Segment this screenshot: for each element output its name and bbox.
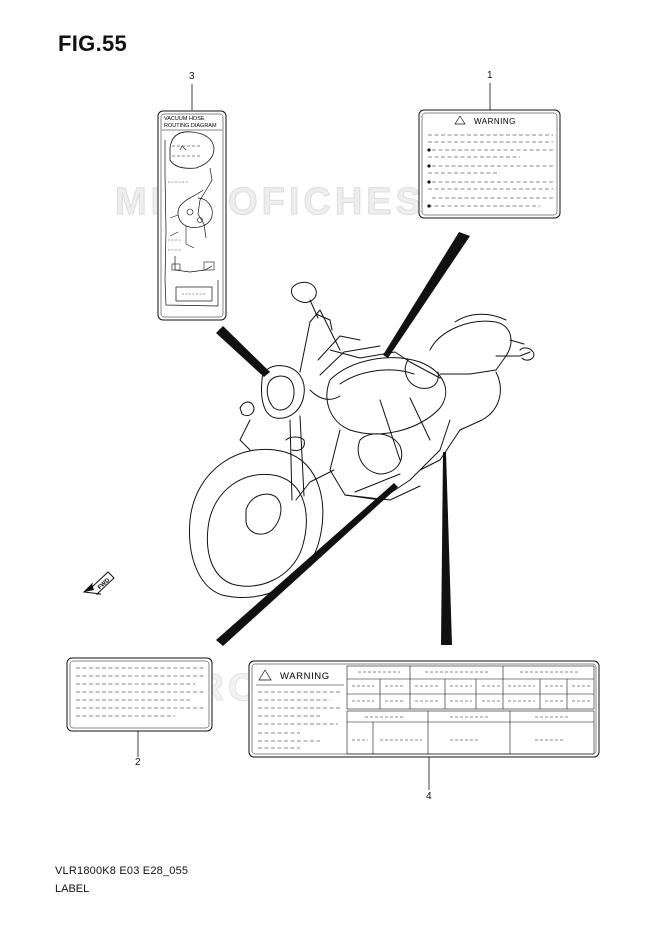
pointer-wedges — [216, 232, 470, 646]
ref-number-4: 4 — [426, 791, 432, 802]
label-4-warning[interactable]: WARNING — [248, 660, 600, 758]
ref-number-1: 1 — [487, 70, 493, 81]
label-2[interactable] — [66, 657, 213, 732]
figure-caption: LABEL — [55, 883, 90, 895]
ref-number-3: 3 — [189, 71, 195, 82]
ref-number-2: 2 — [135, 757, 141, 768]
label-1-warning[interactable]: WARNING — [418, 109, 561, 219]
label-4-heading: WARNING — [280, 671, 330, 682]
label-3-vacuum-hose-diagram[interactable]: VACUUM HOSE ROUTING DIAGRAM — [157, 110, 227, 321]
figure-title: FIG.55 — [58, 31, 128, 56]
motorcycle-illustration — [189, 281, 535, 599]
vacuum-title-line1: VACUUM HOSE — [164, 116, 205, 122]
figure-code: VLR1800K8 E03 E28_055 — [55, 865, 189, 877]
fwd-arrow-icon: FWD — [82, 571, 115, 595]
leader-lines — [137, 83, 491, 790]
vacuum-title-line2: ROUTING DIAGRAM — [164, 123, 217, 129]
label-1-heading: WARNING — [474, 117, 516, 126]
